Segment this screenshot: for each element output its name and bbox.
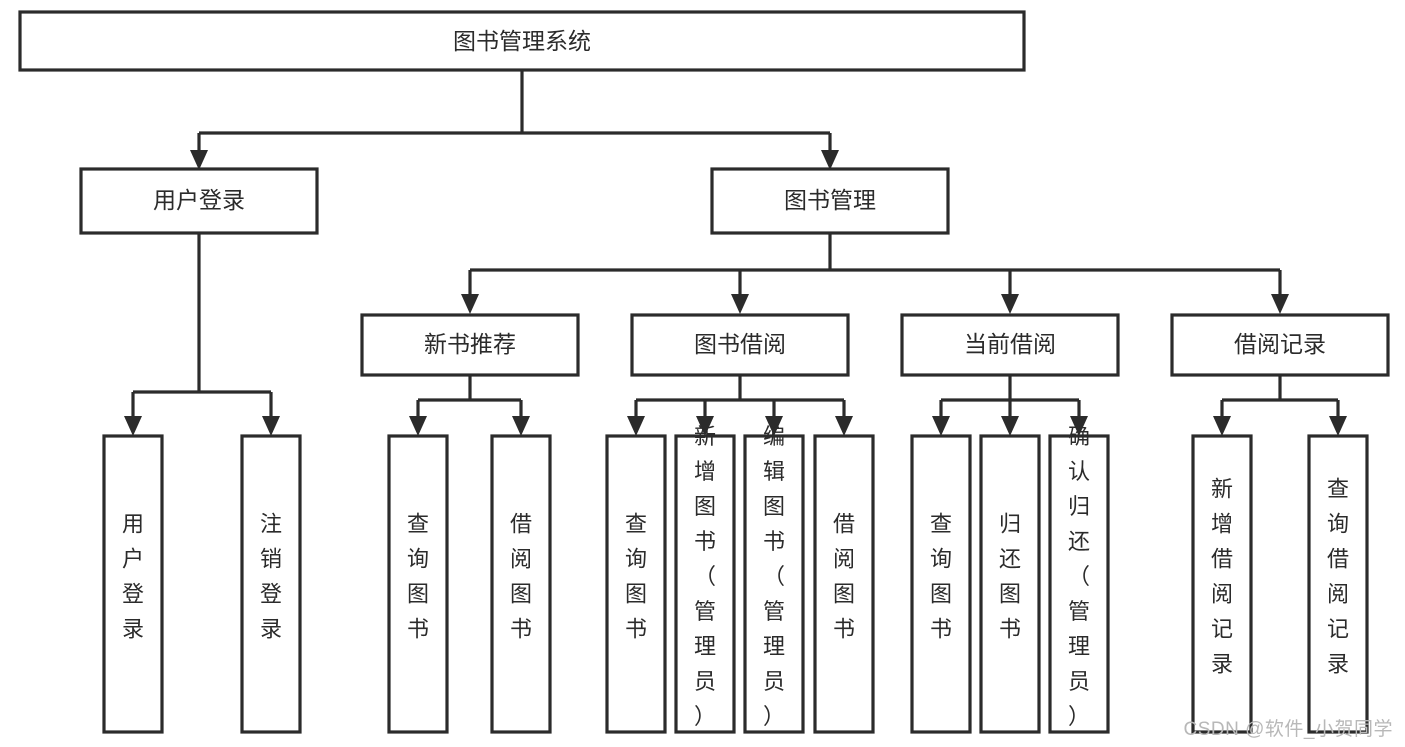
arrowhead-leaf-add-book	[696, 416, 714, 436]
node-leaf-confirm-return-label: 确认归还（管理员）	[1068, 424, 1090, 729]
node-leaf-user-login-label: 用户登录	[122, 512, 144, 642]
node-leaf-borrow-book-2-box[interactable]	[813, 434, 875, 734]
arrowhead-book-borrow	[731, 294, 749, 314]
node-new-book-recommend-label: 新书推荐	[424, 331, 516, 357]
node-current-borrow[interactable]: 当前借阅	[900, 313, 1120, 377]
node-user-login-box[interactable]	[79, 167, 319, 235]
node-leaf-user-login-box[interactable]	[102, 434, 164, 734]
node-leaf-add-record[interactable]: 新增借阅记录	[1191, 434, 1253, 734]
arrowhead-leaf-return-book	[1001, 416, 1019, 436]
node-book-borrow-box[interactable]	[630, 313, 850, 377]
arrowhead-leaf-query-book-3	[932, 416, 950, 436]
node-leaf-add-book-box[interactable]	[674, 434, 736, 734]
node-leaf-edit-book-box[interactable]	[743, 434, 805, 734]
node-book-manage[interactable]: 图书管理	[710, 167, 950, 235]
arrowhead-leaf-borrow-book-2	[835, 416, 853, 436]
node-leaf-query-record-label: 查询借阅记录	[1327, 477, 1349, 677]
node-leaf-logout-login[interactable]: 注销登录	[240, 434, 302, 734]
node-leaf-query-book-1-label: 查询图书	[407, 512, 429, 642]
arrowhead-new-book-recommend	[461, 294, 479, 314]
node-leaf-confirm-return[interactable]: 确认归还（管理员）	[1048, 424, 1110, 734]
node-new-book-recommend-box[interactable]	[360, 313, 580, 377]
node-book-borrow[interactable]: 图书借阅	[630, 313, 850, 377]
arrowhead-leaf-query-book-2	[627, 416, 645, 436]
node-leaf-logout-login-box[interactable]	[240, 434, 302, 734]
arrowhead-leaf-query-record	[1329, 416, 1347, 436]
node-leaf-borrow-book-1-label: 借阅图书	[510, 512, 532, 642]
connector-layer	[124, 70, 1347, 436]
node-leaf-query-book-3-box[interactable]	[910, 434, 972, 734]
node-leaf-query-book-1[interactable]: 查询图书	[387, 434, 449, 734]
arrowhead-book-manage	[821, 150, 839, 170]
arrowhead-user-login	[190, 150, 208, 170]
arrowhead-leaf-borrow-book-1	[512, 416, 530, 436]
node-book-manage-box[interactable]	[710, 167, 950, 235]
node-leaf-confirm-return-box[interactable]	[1048, 434, 1110, 734]
node-user-login-label: 用户登录	[153, 187, 245, 213]
node-leaf-query-record-box[interactable]	[1307, 434, 1369, 734]
node-leaf-query-book-3[interactable]: 查询图书	[910, 434, 972, 734]
node-borrow-record-box[interactable]	[1170, 313, 1390, 377]
node-borrow-record[interactable]: 借阅记录	[1170, 313, 1390, 377]
node-leaf-query-book-3-label: 查询图书	[930, 512, 952, 642]
arrowhead-leaf-edit-book	[765, 416, 783, 436]
node-leaf-query-book-2-label: 查询图书	[625, 512, 647, 642]
node-leaf-borrow-book-2-label: 借阅图书	[833, 512, 855, 642]
node-leaf-query-book-2[interactable]: 查询图书	[605, 434, 667, 734]
node-leaf-return-book-box[interactable]	[979, 434, 1041, 734]
node-book-borrow-label: 图书借阅	[694, 331, 786, 357]
arrowhead-leaf-add-record	[1213, 416, 1231, 436]
node-root-label: 图书管理系统	[453, 28, 591, 54]
node-leaf-query-book-1-box[interactable]	[387, 434, 449, 734]
node-current-borrow-box[interactable]	[900, 313, 1120, 377]
node-book-manage-label: 图书管理	[784, 187, 876, 213]
node-borrow-record-label: 借阅记录	[1234, 331, 1326, 357]
node-leaf-borrow-book-2[interactable]: 借阅图书	[813, 434, 875, 734]
node-leaf-query-book-2-box[interactable]	[605, 434, 667, 734]
node-leaf-logout-login-label: 注销登录	[260, 512, 282, 642]
node-leaf-add-record-label: 新增借阅记录	[1211, 477, 1233, 677]
node-leaf-query-record[interactable]: 查询借阅记录	[1307, 434, 1369, 734]
arrowhead-current-borrow	[1001, 294, 1019, 314]
arrowhead-leaf-confirm-return	[1070, 416, 1088, 436]
node-current-borrow-label: 当前借阅	[964, 331, 1056, 357]
arrowhead-borrow-record	[1271, 294, 1289, 314]
arrowhead-leaf-logout-login	[262, 416, 280, 436]
arrowhead-leaf-query-book-1	[409, 416, 427, 436]
node-leaf-edit-book[interactable]: 编辑图书（管理员）	[743, 424, 805, 734]
node-new-book-recommend[interactable]: 新书推荐	[360, 313, 580, 377]
node-leaf-borrow-book-1[interactable]: 借阅图书	[490, 434, 552, 734]
node-leaf-user-login[interactable]: 用户登录	[102, 434, 164, 734]
node-leaf-edit-book-label: 编辑图书（管理员）	[763, 424, 785, 729]
node-leaf-add-book[interactable]: 新增图书（管理员）	[674, 424, 736, 734]
node-leaf-add-record-box[interactable]	[1191, 434, 1253, 734]
node-leaf-return-book[interactable]: 归还图书	[979, 434, 1041, 734]
node-root-box[interactable]	[18, 10, 1026, 72]
node-root[interactable]: 图书管理系统	[18, 10, 1026, 72]
node-leaf-return-book-label: 归还图书	[999, 512, 1021, 642]
node-user-login[interactable]: 用户登录	[79, 167, 319, 235]
node-leaf-borrow-book-1-box[interactable]	[490, 434, 552, 734]
node-leaf-add-book-label: 新增图书（管理员）	[694, 424, 716, 729]
arrowhead-leaf-user-login	[124, 416, 142, 436]
